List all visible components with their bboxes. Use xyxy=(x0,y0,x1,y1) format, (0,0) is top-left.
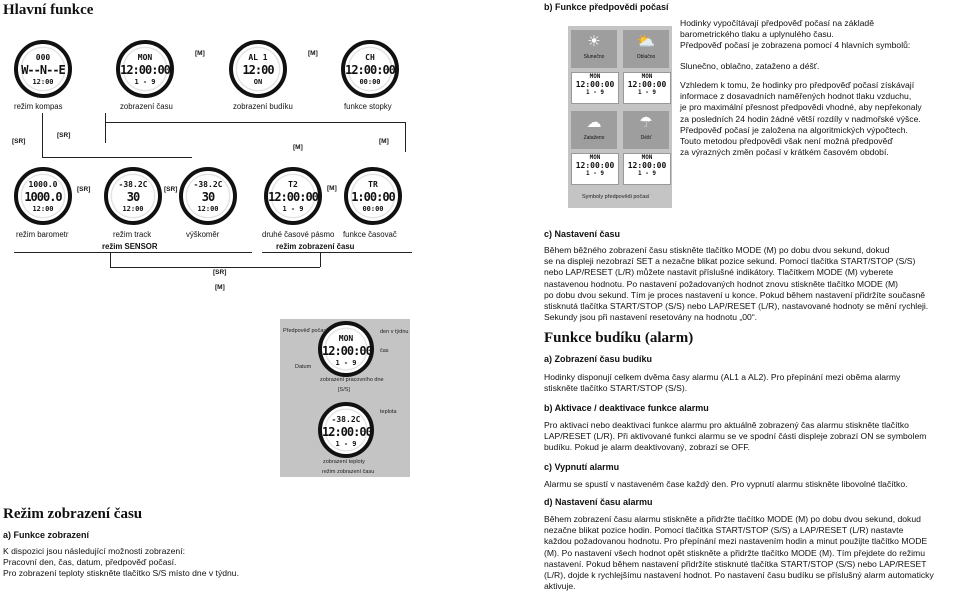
subheading-a: a) Funkce zobrazení xyxy=(3,530,90,540)
tag-sr: [SR] xyxy=(213,269,227,276)
label-day-of-week: den v týdnu xyxy=(380,329,409,335)
alarm-stop-text: Alarmu se spustí v nastaveném čase každý… xyxy=(544,479,908,489)
rain-icon: ☂Déšť xyxy=(623,111,669,149)
label-barometer: režim barometr xyxy=(16,230,69,239)
subheading-c: c) Nastavení času xyxy=(544,229,621,239)
label-time-mode: režim zobrazení času xyxy=(276,242,355,251)
weather-intro-text: Hodinky vypočítávají předpověď počasí na… xyxy=(680,18,911,51)
tag-sr: [SR] xyxy=(57,132,71,139)
page-title: Hlavní funkce xyxy=(3,2,94,18)
label-sensor-mode: režim SENSOR xyxy=(102,242,158,251)
tag-m: [M] xyxy=(195,50,205,57)
alarm-setting-text: Během zobrazení času alarmu stiskněte a … xyxy=(544,514,934,592)
tag-m: [M] xyxy=(308,50,318,57)
watch-temperature-detail: -38.2C 12:00:00 1 - 9 xyxy=(318,402,374,458)
time-setting-text: Během běžného zobrazení času stiskněte t… xyxy=(544,245,929,323)
partly-cloudy-icon: ⛅Oblačno xyxy=(623,30,669,68)
tag-m: [M] xyxy=(379,138,389,145)
watch-time: MON 12:00:00 1 - 9 xyxy=(116,40,174,98)
alarm-title: Funkce budíku (alarm) xyxy=(544,330,694,346)
cloud-icon: ☁Zataženo xyxy=(571,111,617,149)
label-second-timezone: druhé časové pásmo xyxy=(262,230,335,239)
watch-timer: TR 1:00:00 00:00 xyxy=(344,167,402,225)
label-weather-forecast: Předpověď počasí xyxy=(283,328,328,334)
subheading-alarm-b: b) Aktivace / deaktivace funkce alarmu xyxy=(544,403,709,413)
tag-sr: [SR] xyxy=(77,186,91,193)
watch-barometer: 1000.0 1000.0 12:00 xyxy=(14,167,72,225)
watch-time-detail: MON 12:00:00 1 - 9 xyxy=(318,321,374,377)
watch-altimeter: -38.2C 30 12:00 xyxy=(179,167,237,225)
sun-icon: ☀Slunečno xyxy=(571,30,617,68)
alarm-activation-text: Pro aktivaci nebo deaktivaci funkce alar… xyxy=(544,420,927,453)
label-temperature: teplota xyxy=(380,409,397,415)
label-temperature-display: zobrazení teploty xyxy=(323,459,365,465)
label-compass: režim kompas xyxy=(14,102,63,111)
display-options-text: K dispozici jsou následující možnosti zo… xyxy=(3,546,239,579)
label-time: zobrazení času xyxy=(120,102,173,111)
label-workday: zobrazení pracovního dne xyxy=(320,377,384,383)
weather-symbols-text: Slunečno, oblačno, zataženo a déšť. xyxy=(680,61,820,71)
watch-stopwatch: CH 12:00:00 00:00 xyxy=(341,40,399,98)
tag-m: [M] xyxy=(215,284,225,291)
label-time: čas xyxy=(380,348,389,354)
subheading-alarm-a: a) Zobrazení času budíku xyxy=(544,354,653,364)
label-stopwatch: funkce stopky xyxy=(344,102,392,111)
figure-caption: režim zobrazení času xyxy=(322,469,375,475)
label-ss: [S/S] xyxy=(338,387,350,393)
label-track: režim track xyxy=(113,230,152,239)
tag-m: [M] xyxy=(327,185,337,192)
subheading-alarm-c: c) Vypnutí alarmu xyxy=(544,462,620,472)
tag-sr: [SR] xyxy=(12,138,26,145)
label-alarm: zobrazení budíku xyxy=(233,102,293,111)
label-date: Datum xyxy=(295,364,312,370)
watch-second-timezone: T2 12:00:00 1 - 9 xyxy=(264,167,322,225)
label-altimeter: výškoměr xyxy=(186,230,220,239)
alarm-display-text: Hodinky disponují celkem dvěma časy alar… xyxy=(544,372,901,394)
symbols-caption: Symboly předpovědi počasí xyxy=(582,194,650,200)
subheading-alarm-d: d) Nastavení času alarmu xyxy=(544,497,653,507)
tag-sr: [SR] xyxy=(164,186,178,193)
watch-compass: 000 W--N--E 12:00 xyxy=(14,40,72,98)
watch-track: -38.2C 30 12:00 xyxy=(104,167,162,225)
subheading-b: b) Funkce předpovědi počasí xyxy=(544,2,669,12)
weather-accuracy-text: Vzhledem k tomu, že hodinky pro předpově… xyxy=(680,80,922,158)
tag-m: [M] xyxy=(293,144,303,151)
watch-alarm: AL 1 12:00 ON xyxy=(229,40,287,98)
section-title: Režim zobrazení času xyxy=(3,506,143,522)
label-timer: funkce časovač xyxy=(343,230,397,239)
time-mode-detail-figure: MON 12:00:00 1 - 9 -38.2C 12:00:00 1 - 9… xyxy=(280,319,410,477)
